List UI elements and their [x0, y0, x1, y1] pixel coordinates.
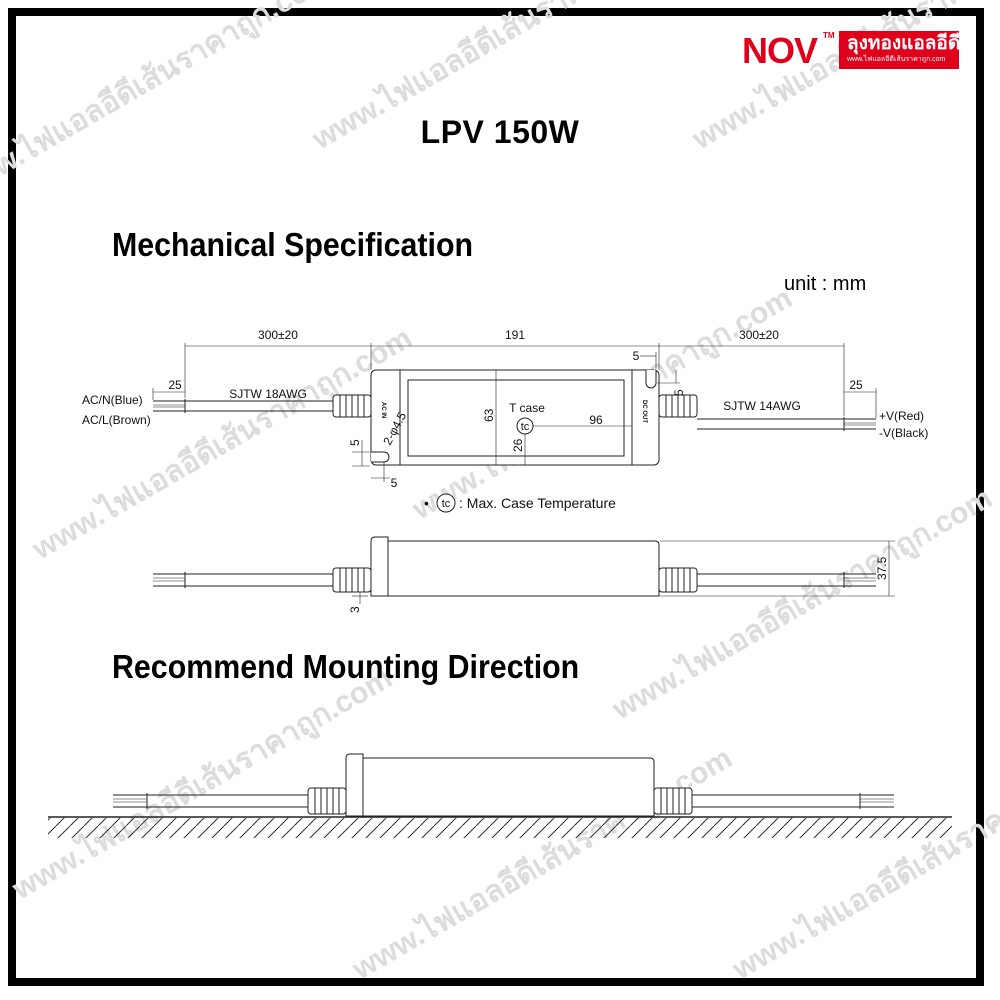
tc-legend: • tc : Max. Case Temperature — [424, 493, 616, 513]
tcase-label: T case — [509, 401, 545, 415]
dim-slot-bottom: 5 — [348, 439, 362, 446]
wire-positive-label: +V(Red) — [879, 409, 924, 423]
shop-url: www.ไฟแอลอีดีเส้นราคาถูก.com — [847, 56, 946, 63]
dim-tc-y: 26 — [511, 438, 525, 452]
unit-label: unit : mm — [784, 273, 867, 295]
dim-width: 63 — [482, 408, 496, 422]
tc-legend-text: : Max. Case Temperature — [459, 495, 616, 511]
tc-legend-circle — [436, 493, 456, 513]
brand-trademark: TM — [823, 31, 835, 40]
mounting-view — [48, 753, 952, 818]
brand-logo: NOV — [742, 30, 818, 71]
shop-name: ลุงทองแอลอีดี — [847, 33, 961, 54]
dim-tc-x: 96 — [589, 413, 603, 427]
section-mechanical-title: Mechanical Specification — [112, 226, 474, 263]
side-view — [153, 536, 895, 604]
dim-left-cable: 300±20 — [258, 328, 298, 342]
wire-negative-label: -V(Black) — [879, 426, 928, 440]
dim-body-length: 191 — [505, 328, 525, 342]
dim-slot-bottom-side: 5 — [391, 476, 398, 490]
wire-neutral-label: AC/N(Blue) — [82, 393, 143, 407]
dim-slot-top: 5 — [633, 349, 640, 363]
dim-right-strip: 25 — [849, 378, 863, 392]
shop-logo: ลุงทองแอลอีดี www.ไฟแอลอีดีเส้นราคาถูก.c… — [839, 31, 961, 69]
top-view — [152, 343, 877, 482]
right-cable-spec: SJTW 14AWG — [723, 399, 801, 413]
left-cable-spec: SJTW 18AWG — [229, 387, 307, 401]
tc-legend-symbol: tc — [442, 498, 451, 510]
tc-symbol: tc — [521, 421, 530, 433]
section-mounting-title: Recommend Mounting Direction — [112, 648, 580, 685]
side-view-labels: 37.5 3 — [348, 556, 889, 613]
wire-line-label: AC/L(Brown) — [82, 413, 151, 427]
dim-slot-side: 5 — [672, 389, 686, 396]
ground-hatch — [48, 818, 952, 838]
output-marking: DC OUT — [641, 400, 647, 423]
tc-legend-bullet: • — [424, 495, 429, 511]
input-marking: AC IN — [380, 402, 386, 418]
dim-left-strip: 25 — [168, 378, 182, 392]
dim-flange: 3 — [348, 606, 362, 613]
watermark-1: www.ไฟแอลอีดีเส้นราคาถูก.com — [0, 0, 339, 208]
watermark-6: www.ไฟแอลอีดีเส้นราคาถูก.com — [605, 480, 999, 729]
dim-right-cable: 300±20 — [739, 328, 779, 342]
dim-height: 37.5 — [875, 556, 889, 580]
watermark-9: www.ไฟแอลอีดีเส้นราคาถูก.com — [725, 740, 1000, 989]
page-title: LPV 150W — [420, 114, 580, 150]
watermark-7: www.ไฟแอลอีดีเส้นราคาถูก.com — [5, 660, 399, 909]
top-view-labels: 300±20 191 300±20 25 25 SJTW 18AWG SJTW … — [82, 328, 928, 490]
